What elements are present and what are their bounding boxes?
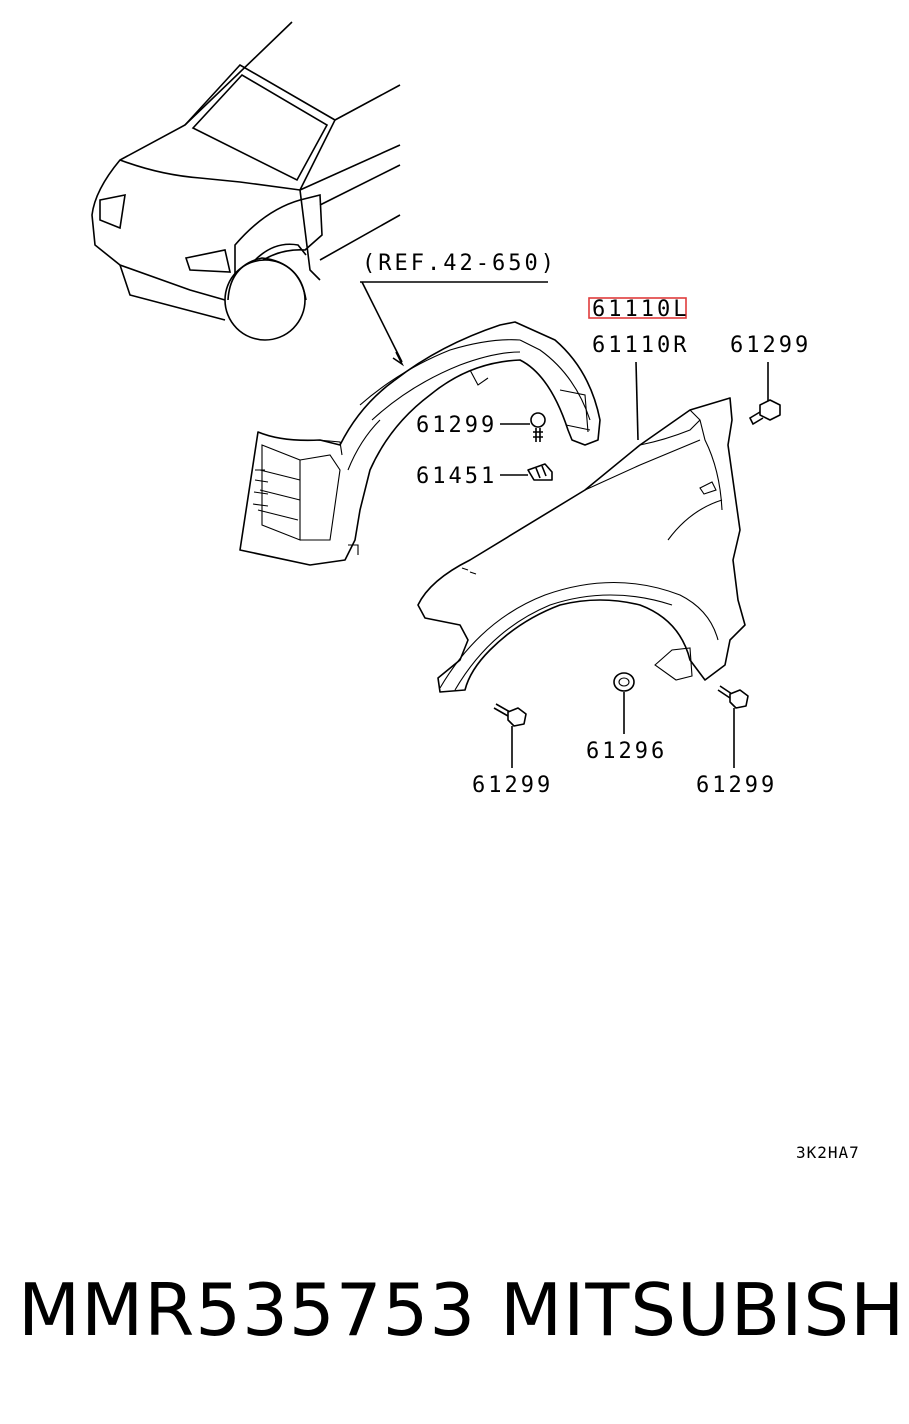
bolt-inner-icon	[530, 412, 546, 442]
label-bolt-top-right: 61299	[730, 333, 811, 358]
ref-label: (REF.42-650)	[362, 251, 557, 276]
label-bolt-bottom-right: 61299	[696, 773, 777, 798]
ref-arrowhead	[392, 351, 405, 367]
bolt-top-right-icon	[748, 399, 781, 426]
part-number: MMR535753	[18, 1268, 477, 1352]
ref-leader	[361, 281, 403, 363]
fender-panel	[417, 397, 746, 693]
parts-diagram: (REF.42-650) 61110L	[91, 21, 860, 1162]
caption: MMR535753 MITSUBISHI	[0, 1268, 909, 1368]
leader-61110r	[635, 361, 639, 441]
clip-icon	[527, 463, 553, 481]
bolt-bottom-left-icon	[493, 703, 527, 727]
inner-fender-liner	[239, 321, 601, 566]
label-clip: 61451	[416, 464, 497, 489]
nut-icon	[613, 672, 635, 692]
vehicle-outline	[91, 21, 401, 341]
label-bolt-inner: 61299	[416, 413, 497, 438]
label-nut: 61296	[586, 739, 667, 764]
bolt-bottom-right-icon	[717, 685, 749, 709]
highlight-box	[588, 297, 687, 319]
label-61110l: 61110L	[592, 297, 689, 322]
label-61110r: 61110R	[592, 333, 689, 358]
figure-code: 3K2HA7	[796, 1143, 860, 1162]
brand-name: MITSUBISHI	[500, 1268, 909, 1352]
label-bolt-bottom-left: 61299	[472, 773, 553, 798]
